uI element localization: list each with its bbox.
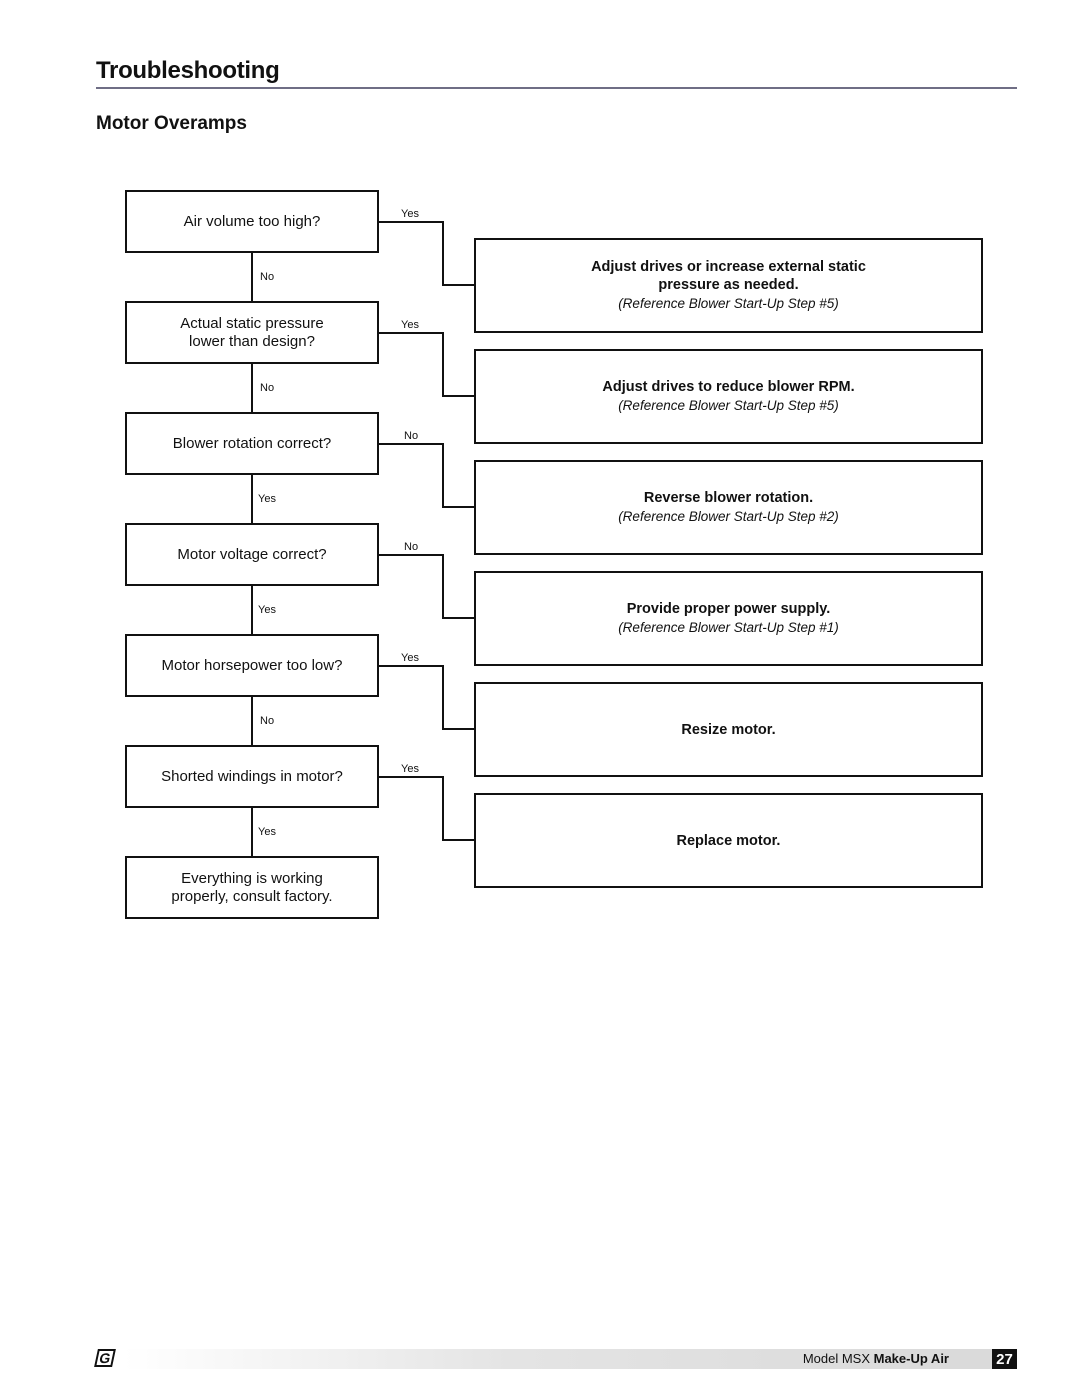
question-text: Air volume too high? xyxy=(183,212,321,230)
question-air-volume: Air volume too high? xyxy=(125,190,379,253)
brand-logo-icon: G xyxy=(94,1349,116,1367)
action-adjust-drives-static: Adjust drives or increase external stati… xyxy=(474,238,983,333)
action-reverse-rotation: Reverse blower rotation. (Reference Blow… xyxy=(474,460,983,555)
question-text: Motor voltage correct? xyxy=(177,545,327,563)
branch-label: Yes xyxy=(258,604,276,616)
branch-label: Yes xyxy=(401,319,419,331)
branch-label: No xyxy=(260,715,275,727)
action-text: Resize motor. xyxy=(681,721,776,738)
footer-model: Model MSX Make-Up Air xyxy=(803,1351,983,1366)
question-text: Blower rotation correct? xyxy=(172,434,332,452)
question-motor-voltage: Motor voltage correct? xyxy=(125,523,379,586)
action-reference: (Reference Blower Start-Up Step #2) xyxy=(618,509,839,524)
section-title: Motor Overamps xyxy=(96,113,247,134)
question-text: Motor horsepower too low? xyxy=(161,656,343,674)
title-divider xyxy=(96,87,1017,89)
footer-model-prefix: Model MSX xyxy=(802,1351,874,1366)
question-text: Actual static pressure lower than design… xyxy=(180,314,324,350)
action-text: Replace motor. xyxy=(676,832,781,849)
question-text: Shorted windings in motor? xyxy=(161,767,343,785)
question-blower-rotation: Blower rotation correct? xyxy=(125,412,379,475)
branch-label: No xyxy=(404,430,419,442)
branch-label: Yes xyxy=(258,493,276,505)
branch-label: No xyxy=(260,382,275,394)
branch-label: Yes xyxy=(401,208,419,220)
action-replace-motor: Replace motor. xyxy=(474,793,983,888)
branch-label: Yes xyxy=(258,826,276,838)
footer-bar xyxy=(96,1349,1017,1369)
action-text: Adjust drives to reduce blower RPM. xyxy=(602,379,855,395)
branch-label: Yes xyxy=(401,652,419,664)
question-motor-horsepower: Motor horsepower too low? xyxy=(125,634,379,697)
action-resize-motor: Resize motor. xyxy=(474,682,983,777)
action-reference: (Reference Blower Start-Up Step #5) xyxy=(618,296,839,311)
action-reference: (Reference Blower Start-Up Step #5) xyxy=(618,398,839,413)
action-text: Reverse blower rotation. xyxy=(643,490,814,506)
page-number: 27 xyxy=(992,1349,1017,1369)
action-text: Adjust drives or increase external stati… xyxy=(591,259,866,293)
question-static-pressure: Actual static pressure lower than design… xyxy=(125,301,379,364)
question-shorted-windings: Shorted windings in motor? xyxy=(125,745,379,808)
footer-model-name: Make-Up Air xyxy=(873,1351,949,1366)
branch-label: Yes xyxy=(401,763,419,775)
action-reference: (Reference Blower Start-Up Step #1) xyxy=(618,620,839,635)
action-text: Provide proper power supply. xyxy=(626,601,831,617)
branch-label: No xyxy=(260,271,275,283)
action-power-supply: Provide proper power supply. (Reference … xyxy=(474,571,983,666)
page-title: Troubleshooting xyxy=(96,57,280,84)
branch-label: No xyxy=(404,541,419,553)
terminal-text: Everything is working properly, consult … xyxy=(171,869,333,905)
action-reduce-rpm: Adjust drives to reduce blower RPM. (Ref… xyxy=(474,349,983,444)
terminal-consult-factory: Everything is working properly, consult … xyxy=(125,856,379,919)
